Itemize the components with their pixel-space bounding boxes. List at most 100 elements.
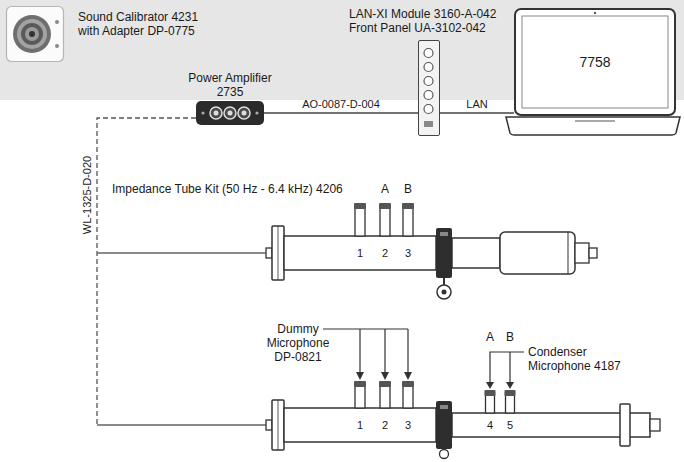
callout-number: 1 [357,246,363,260]
impedance-tube [650,419,660,431]
dummy-microphone [355,384,365,408]
callout-number: 5 [507,418,513,432]
device-label: Power Amplifier 2735 [180,71,280,99]
calibrator-device: Sound Calibrator 4231 with Adapter DP-07… [6,6,64,62]
module-icon-part [424,105,433,114]
leader-line [323,329,524,389]
dummy-microphone [354,381,366,387]
amp-icon-part [224,107,236,119]
impedance-tube [272,226,284,280]
calib-icon-part [55,20,59,24]
part-label: Dummy Microphone DP-0821 [262,322,334,364]
device-label: LAN-XI Module 3160-A-042 Front Panel UA-… [349,7,507,35]
impedance-tube [436,401,452,449]
amp-icon-part [201,111,204,114]
impedance-tube [500,232,575,274]
module-icon-part [424,49,433,58]
laptop-icon-part [522,16,668,108]
callout-number: 3 [405,246,411,260]
calib-icon-part [25,27,39,41]
microphone [380,206,390,236]
impedance-tube [440,232,448,236]
cable [97,118,196,425]
cable-line [440,112,514,113]
callout-number: 1 [357,418,363,432]
cable-line [264,112,418,113]
impedance-tube [442,290,447,295]
part-label: Condenser Microphone 4187 [528,345,634,373]
channel-letter: A [381,182,389,196]
callout-number: 4 [487,418,493,432]
impedance-tube [278,400,279,450]
callout-number: 2 [382,418,388,432]
amplifier-device: Power Amplifier 2735 [196,101,264,125]
impedance-tube [284,408,436,442]
device-number: 7758 [579,55,610,69]
impedance-tube [575,243,589,263]
calib-icon-part [7,7,64,62]
laptop-icon-part [594,12,596,14]
channel-letter: A [486,330,494,344]
impedance-tube [620,404,630,446]
leader-line [490,352,524,382]
amp-icon-part [242,111,247,116]
leader-line [323,329,408,372]
impedance-tube [266,420,272,430]
calib-icon [6,6,64,62]
impedance-tube [266,248,272,258]
amp-icon-part [214,111,219,116]
leader-line [404,372,412,380]
cable [97,118,266,425]
microphone [379,203,391,209]
device-label: Sound Calibrator 4231 with Adapter DP-07… [78,10,208,38]
module-icon-part [424,63,433,72]
cable-label: LAN [466,98,487,111]
impedance-tube [272,400,284,450]
dummy-microphone [354,381,414,408]
amp-icon [196,101,264,125]
microphone [354,203,414,236]
channel-letter: B [404,182,412,196]
impedance-tube [436,228,452,278]
calib-icon-part [13,15,51,53]
impedance-tube [284,236,436,270]
callout-number: 3 [405,418,411,432]
dummy-microphone [379,381,391,387]
amp-icon-part [228,111,233,116]
leader-line [356,372,364,380]
amp-icon-part [210,107,222,119]
dummy-microphone [380,384,390,408]
callout-number: 2 [382,246,388,260]
cable-label: WL-1325-D-020 [80,156,94,234]
impedance-tube [440,450,449,459]
cable-label: AO-0087-D-004 [302,98,380,111]
leader-line [486,382,494,389]
cable [97,253,266,425]
daq-module: LAN-XI Module 3160-A-042 Front Panel UA-… [418,40,440,136]
module-icon [419,41,438,134]
dummy-microphone [403,384,413,408]
amp-icon-part [238,107,250,119]
impedance-tube [266,400,660,459]
laptop-base [575,121,615,122]
kit-title: Impedance Tube Kit (50 Hz - 6.4 kHz) 420… [112,182,343,196]
microphone [403,206,413,236]
module-icon-part [424,91,433,100]
channel-letter: B [506,330,514,344]
laptop-screen: 7758 [514,8,676,116]
condenser-microphone [485,390,516,413]
impedance-tube [589,248,597,258]
calib-icon-part [21,23,43,45]
module-icon-part [424,121,433,127]
calib-icon-part [55,44,59,48]
laptop-base [506,117,680,135]
impedance-tube [452,238,500,268]
impedance-tube [443,278,445,285]
amp-icon-part [255,111,258,114]
calib-icon-part [17,19,47,49]
microphone [354,203,366,209]
module-icon-part [424,77,433,86]
condenser-microphone [485,390,496,396]
